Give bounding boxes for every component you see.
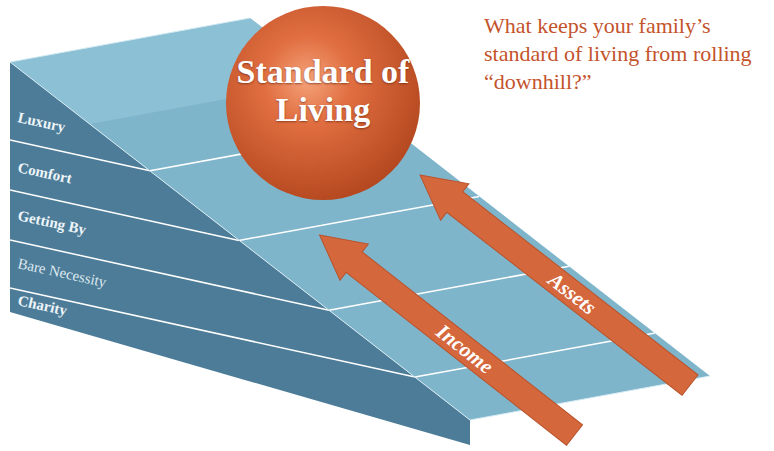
arrow-text: Assets bbox=[544, 267, 601, 319]
step-lines-top bbox=[150, 127, 655, 377]
ball-text: Standard of Living bbox=[233, 53, 413, 129]
step-line bbox=[10, 288, 415, 377]
standard-ball: Standard of Living bbox=[225, 5, 421, 201]
level-label: Charity bbox=[16, 291, 69, 319]
level-label: Bare Necessity bbox=[16, 254, 108, 291]
question-text: What keeps your family’s standard of liv… bbox=[484, 12, 766, 96]
level-label: Luxury bbox=[16, 108, 67, 136]
arrow-text: Income bbox=[432, 319, 498, 378]
level-label: Getting By bbox=[16, 206, 88, 239]
level-label: Comfort bbox=[16, 158, 74, 187]
up-arrow: Income bbox=[306, 217, 589, 451]
arrow-body bbox=[406, 157, 704, 403]
ramp-edge bbox=[10, 18, 250, 62]
ball-circle bbox=[226, 6, 420, 200]
arrow-body bbox=[306, 217, 589, 451]
up-arrow: Assets bbox=[406, 157, 704, 403]
step-line bbox=[10, 190, 239, 240]
